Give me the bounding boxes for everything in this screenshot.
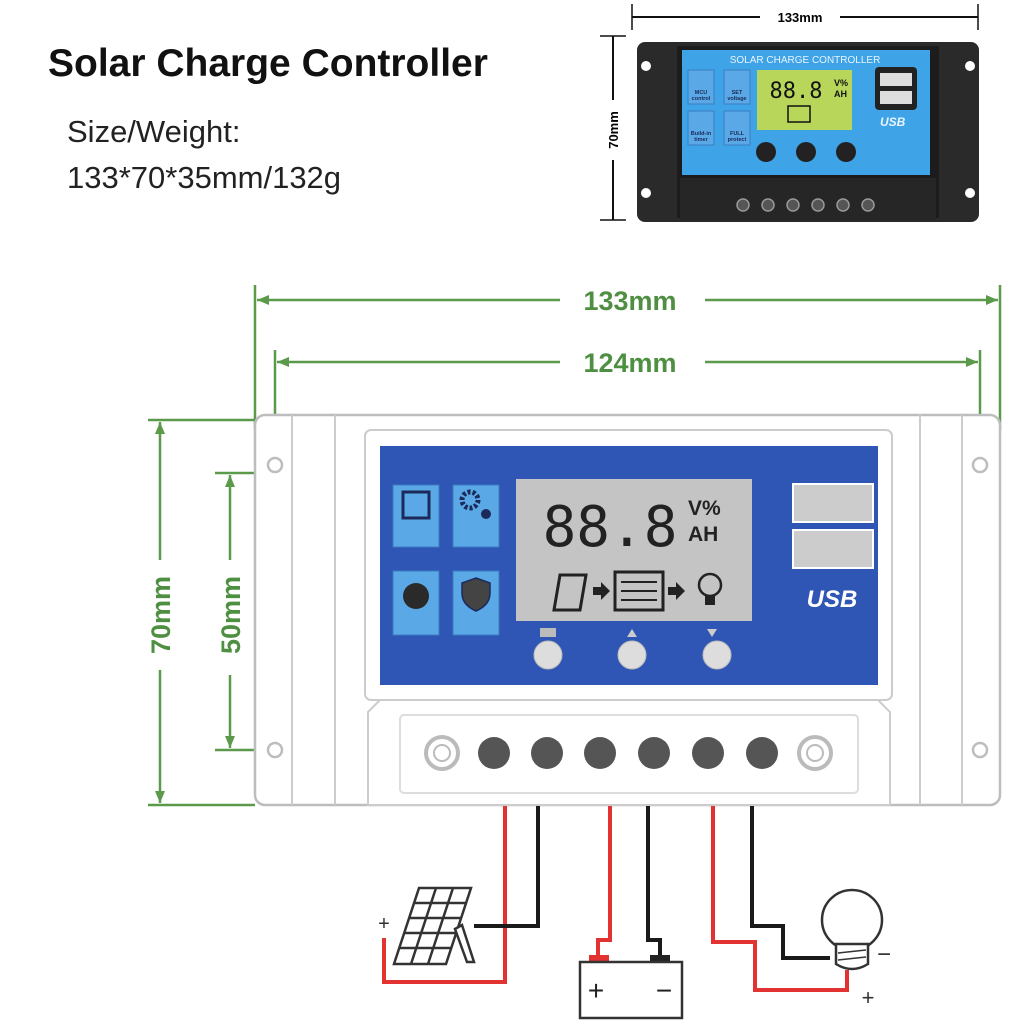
mounting-hole	[971, 741, 989, 759]
arrow-icon	[668, 582, 685, 600]
photo-button-down	[836, 142, 856, 162]
hole-spacing-dim: 124mm	[583, 348, 676, 378]
photo-tile-timer: Build-in timer	[690, 131, 712, 143]
height-dim: 70mm	[146, 576, 176, 654]
hole-vertical-dim: 50mm	[216, 576, 246, 654]
up-button[interactable]	[617, 640, 647, 670]
gear-icon	[452, 484, 500, 548]
photo-usb-label: USB	[880, 115, 906, 129]
photo-height-dim: 70mm	[606, 111, 621, 149]
up-triangle-icon	[627, 629, 637, 637]
spec-label: Size/Weight:	[67, 114, 240, 149]
load-plus-label: +	[862, 985, 875, 1010]
load-minus-label: −	[877, 941, 891, 968]
terminal-load-negative	[746, 737, 778, 769]
controller-drawing: 88.8 V% AH USB	[253, 413, 1002, 807]
mounting-hole	[266, 456, 284, 474]
photo-lcd-unit-top: V%	[834, 78, 848, 88]
battery-minus-label: −	[656, 975, 672, 1006]
usb-label: USB	[807, 586, 858, 613]
arrow-icon	[593, 582, 610, 600]
page-title: Solar Charge Controller	[48, 42, 488, 85]
spec-value: 133*70*35mm/132g	[67, 160, 341, 195]
product-photo: 133mm 70mm SOLAR CHARGE CONTROLLER 88.8 …	[600, 4, 979, 222]
mounting-hole	[971, 456, 989, 474]
solar-plus-label: +	[378, 913, 390, 935]
photo-lcd-unit-bottom: AH	[834, 89, 847, 99]
terminal-battery-negative	[638, 737, 670, 769]
terminal-solar-negative	[531, 737, 563, 769]
photo-button-menu	[756, 142, 776, 162]
down-triangle-icon	[707, 629, 717, 637]
terminal-battery-positive	[584, 737, 616, 769]
lcd-digits: 88.8	[543, 495, 678, 560]
battery-plus-label: +	[588, 975, 604, 1006]
menu-icon	[540, 628, 556, 637]
mounting-hole	[266, 741, 284, 759]
lcd-unit-bottom: AH	[688, 523, 718, 546]
lcd-battery-icon	[613, 570, 665, 612]
battery-icon	[578, 960, 684, 1020]
wiring-diagram: + + − − +	[378, 806, 891, 1020]
usb-port	[792, 529, 874, 569]
solar-panel-icon	[392, 886, 476, 966]
photo-panel-title: SOLAR CHARGE CONTROLLER	[730, 55, 881, 66]
photo-tile-set: SET voltage	[727, 90, 747, 102]
usb-port	[792, 483, 874, 523]
terminal-strip	[367, 699, 891, 806]
menu-button[interactable]	[533, 640, 563, 670]
photo-button-up	[796, 142, 816, 162]
photo-width-dim: 133mm	[778, 10, 823, 25]
photo-tile-mcu: MCU control	[691, 90, 711, 102]
light-bulb-icon	[820, 888, 884, 971]
lcd-solar-icon	[552, 573, 588, 612]
lcd-unit-top: V%	[688, 497, 721, 520]
terminal-load-positive	[692, 737, 724, 769]
terminal-solar-positive	[478, 737, 510, 769]
down-button[interactable]	[702, 640, 732, 670]
outer-width-dim: 133mm	[583, 286, 676, 316]
photo-lcd-digits: 88.8	[770, 79, 823, 104]
photo-tile-protect: FULL protect	[727, 131, 747, 143]
mcu-icon	[392, 484, 440, 548]
